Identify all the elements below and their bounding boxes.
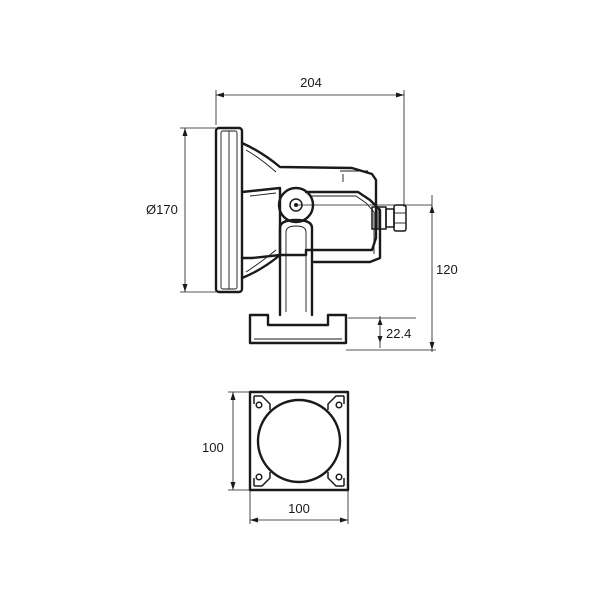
- lamp-front-bezel: [214, 126, 244, 294]
- dimension-base-width-label: 100: [288, 501, 310, 516]
- dimension-length-label: 204: [300, 75, 322, 90]
- support-post: [278, 218, 314, 317]
- mounting-bracket-yoke: [304, 190, 382, 264]
- dimension-height-label: 120: [436, 262, 458, 277]
- dimension-length: 204: [215, 75, 405, 207]
- dimension-height: 120: [346, 195, 458, 352]
- base-plate-top: [248, 390, 350, 492]
- dimension-diameter: Ø170: [146, 127, 216, 293]
- lamp-reflector-housing: [240, 141, 378, 280]
- mounting-hole: [335, 401, 343, 409]
- cable-gland: [371, 204, 407, 232]
- dimension-base-height-label: 22.4: [386, 326, 411, 341]
- mounting-hole: [255, 473, 263, 481]
- mounting-hole: [335, 473, 343, 481]
- mounting-base: [248, 313, 348, 345]
- mounting-hole: [255, 401, 263, 409]
- dimension-base-depth-label: 100: [202, 440, 224, 455]
- top-view: 100 100: [202, 390, 350, 524]
- dimension-base-width: 100: [249, 490, 349, 524]
- side-bracket-arm: [240, 186, 282, 260]
- dimension-base-depth: 100: [202, 391, 250, 491]
- dimension-diameter-label: Ø170: [146, 202, 178, 217]
- side-view: 204 Ø170 120 22.4: [146, 75, 458, 352]
- dimension-base-height: 22.4: [348, 316, 416, 348]
